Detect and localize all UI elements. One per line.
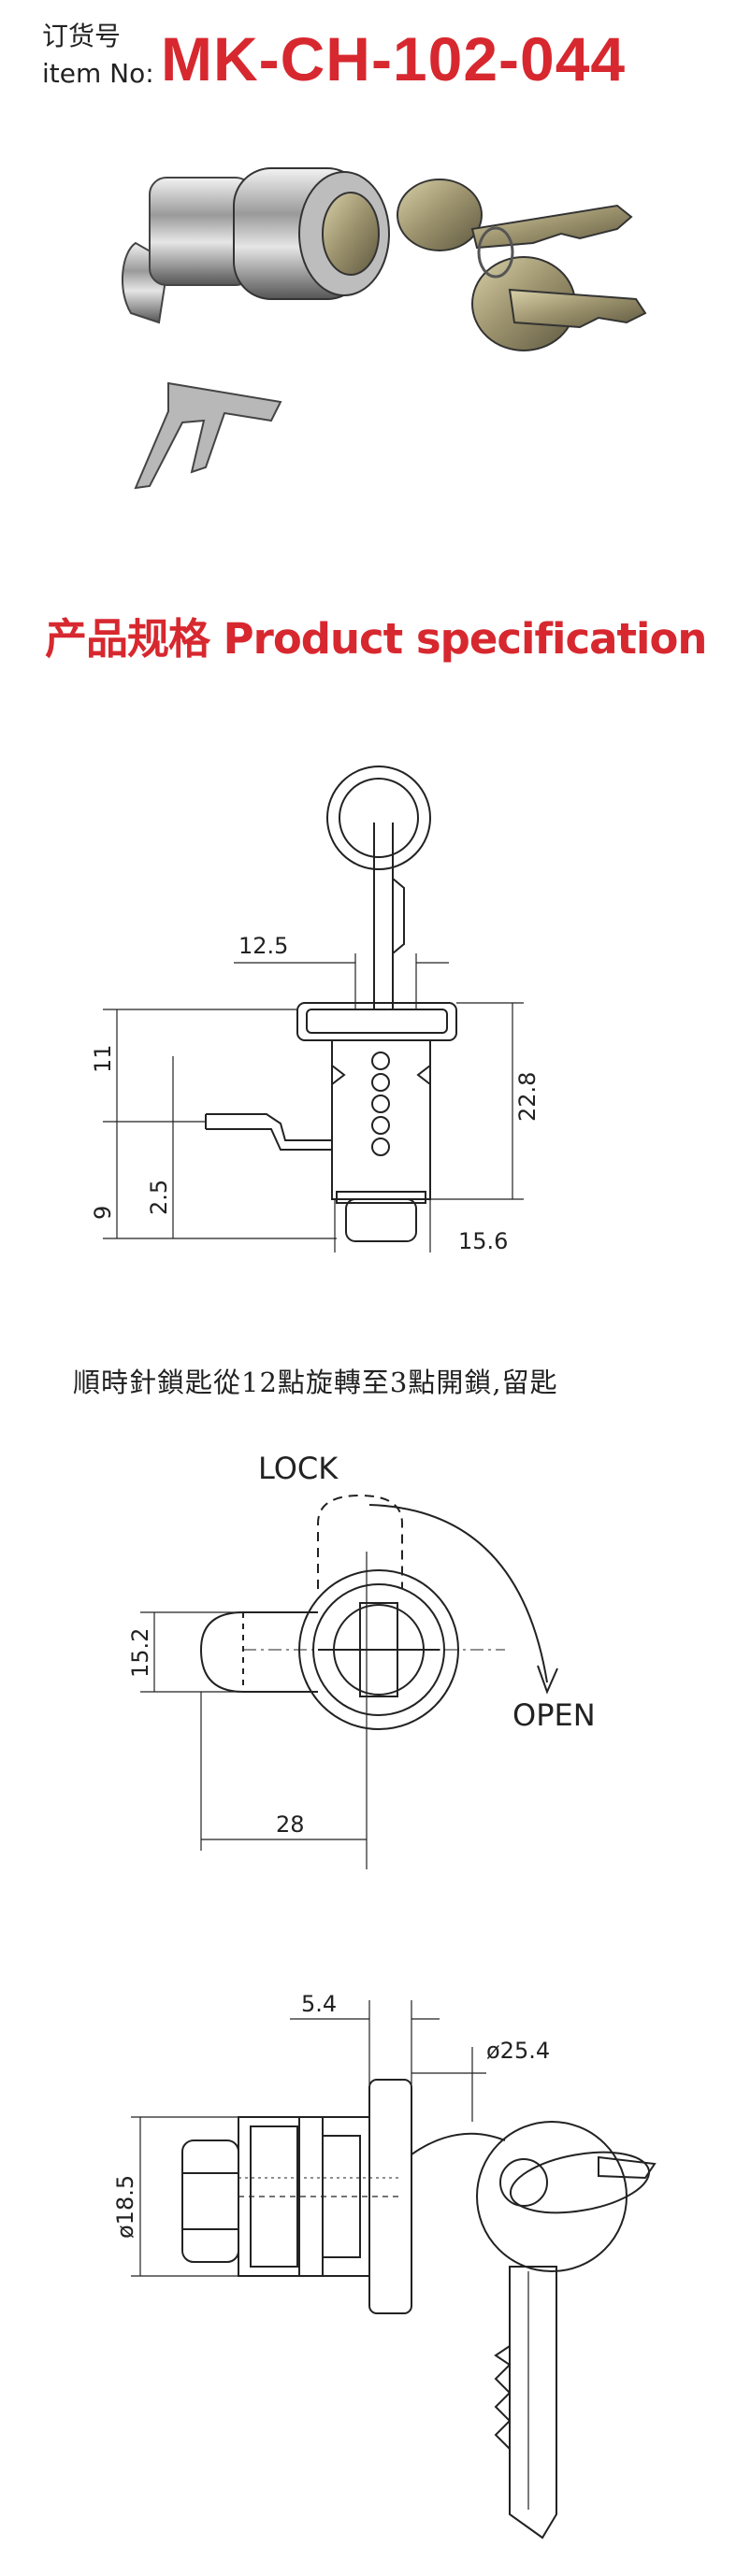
front-elevation-drawing: 12.5 22.8 11 9 2.5 15.6 bbox=[0, 729, 736, 1271]
dim-flange-diameter: ø25.4 bbox=[486, 2038, 550, 2064]
open-label: OPEN bbox=[512, 1697, 596, 1733]
spec-section-title: 产品规格 Product specification bbox=[45, 614, 707, 664]
rotation-arrow-icon bbox=[368, 1504, 548, 1683]
product-photo bbox=[94, 150, 655, 570]
order-label-cn: 订货号 bbox=[42, 21, 122, 51]
dim-mid-small: 2.5 bbox=[146, 1180, 172, 1215]
dim-height-right: 22.8 bbox=[514, 1072, 541, 1122]
dim-top-width: 12.5 bbox=[238, 933, 288, 959]
dim-left-lower: 9 bbox=[90, 1206, 116, 1220]
item-number: MK-CH-102-044 bbox=[161, 24, 627, 93]
key-icon bbox=[397, 179, 647, 351]
cam-lock-icon bbox=[121, 167, 390, 324]
rotation-caption: 順時針鎖匙從12點旋轉至3點開鎖,留匙 bbox=[73, 1367, 558, 1398]
dim-cam-height: 15.2 bbox=[127, 1628, 153, 1678]
dim-left-upper: 11 bbox=[90, 1044, 116, 1073]
dim-body-diameter: ø18.5 bbox=[112, 2175, 138, 2239]
side-key-blade-icon bbox=[509, 2266, 557, 2540]
key-ring-icon bbox=[326, 766, 431, 870]
dim-flange-thickness: 5.4 bbox=[301, 1991, 337, 2017]
lock-label: LOCK bbox=[258, 1451, 339, 1486]
rotation-drawing: 15.2 28 LOCK OPEN bbox=[0, 1421, 736, 1907]
dim-bottom-width: 15.6 bbox=[458, 1228, 508, 1252]
side-key-bow-icon bbox=[476, 2121, 628, 2272]
side-view-drawing: 5.4 ø25.4 ø18.5 bbox=[0, 1953, 736, 2552]
item-label-en: item No: bbox=[42, 58, 154, 89]
dim-cam-length: 28 bbox=[276, 1811, 305, 1838]
retaining-clip-icon bbox=[134, 381, 282, 490]
